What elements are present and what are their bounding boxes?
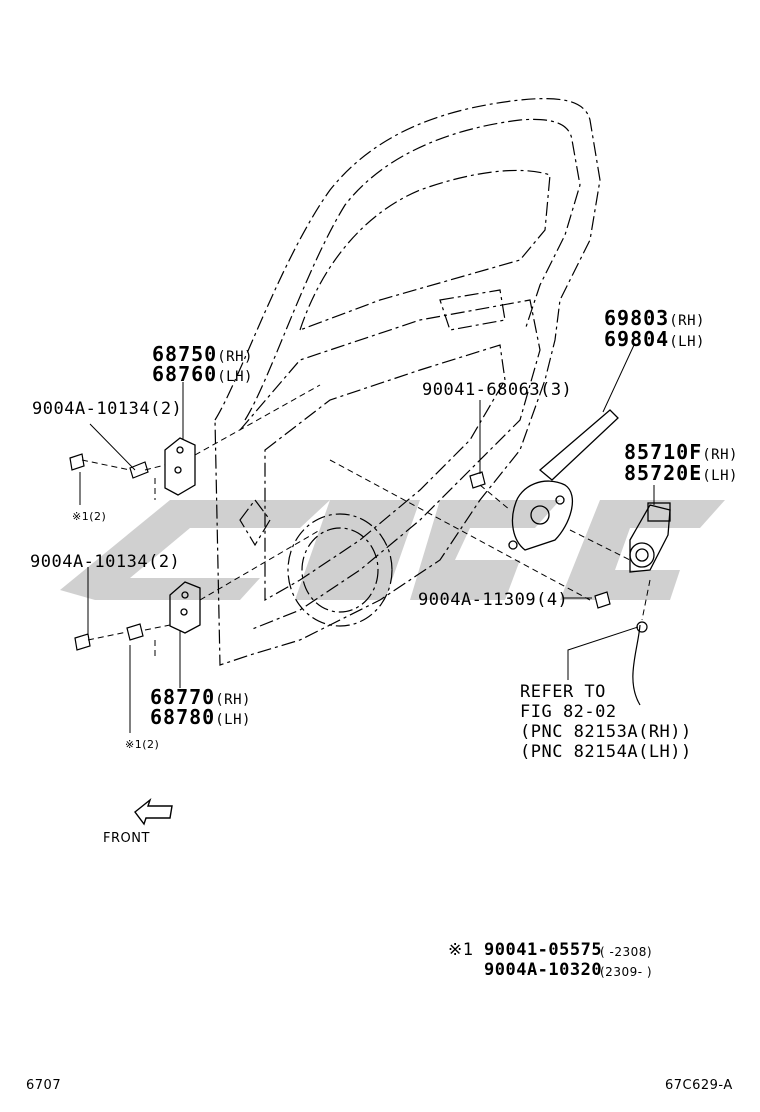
harness bbox=[632, 621, 648, 706]
footer-right: 67C629-A bbox=[665, 1078, 733, 1093]
upper-hinge bbox=[164, 437, 196, 496]
part-68760: 68760(LH) bbox=[152, 362, 253, 386]
door-panel-outline bbox=[214, 98, 601, 666]
dashed-guides bbox=[81, 384, 651, 660]
lower-hinge bbox=[169, 581, 201, 634]
refer-line-2: FIG 82-02 bbox=[520, 702, 617, 722]
mark-lower: ※1(2) bbox=[125, 738, 160, 751]
refer-line-1: REFER TO bbox=[520, 682, 606, 702]
watermark bbox=[60, 500, 725, 600]
part-69803: 69803(RH) bbox=[604, 306, 705, 330]
footnote-row2-range: (2309- ) bbox=[600, 965, 653, 979]
window-motor bbox=[629, 502, 671, 573]
part-68750: 68750(RH) bbox=[152, 342, 253, 366]
bolt-regulator-label: 9004A-11309(4) bbox=[418, 590, 569, 610]
footnote-row2-part: 9004A-10320 bbox=[484, 960, 603, 980]
footnote-row1-part: 90041-05575 bbox=[484, 940, 603, 960]
front-arrow-icon bbox=[134, 797, 173, 826]
refer-line-3: (PNC 82153A(RH)) bbox=[520, 722, 692, 742]
bolts bbox=[69, 453, 611, 651]
footnote-mark: ※1 bbox=[448, 940, 474, 960]
part-69804: 69804(LH) bbox=[604, 327, 705, 351]
part-85720e: 85720E(LH) bbox=[624, 461, 738, 485]
bolt-lower-label: 9004A-10134(2) bbox=[30, 552, 181, 572]
leader-lines bbox=[79, 344, 655, 733]
footer-left: 6707 bbox=[26, 1078, 62, 1093]
front-label: FRONT bbox=[103, 831, 150, 846]
refer-line-4: (PNC 82154A(LH)) bbox=[520, 742, 692, 762]
bolt-upper-label: 9004A-10134(2) bbox=[32, 399, 183, 419]
mark-upper: ※1(2) bbox=[72, 510, 107, 523]
footnote-row1-range: ( -2308) bbox=[600, 945, 653, 959]
bolt-center-label: 90041-68063(3) bbox=[422, 380, 573, 400]
regulator-assembly bbox=[508, 409, 619, 551]
part-68780: 68780(LH) bbox=[150, 705, 251, 729]
part-68770: 68770(RH) bbox=[150, 685, 251, 709]
part-85710f: 85710F(RH) bbox=[624, 440, 738, 464]
